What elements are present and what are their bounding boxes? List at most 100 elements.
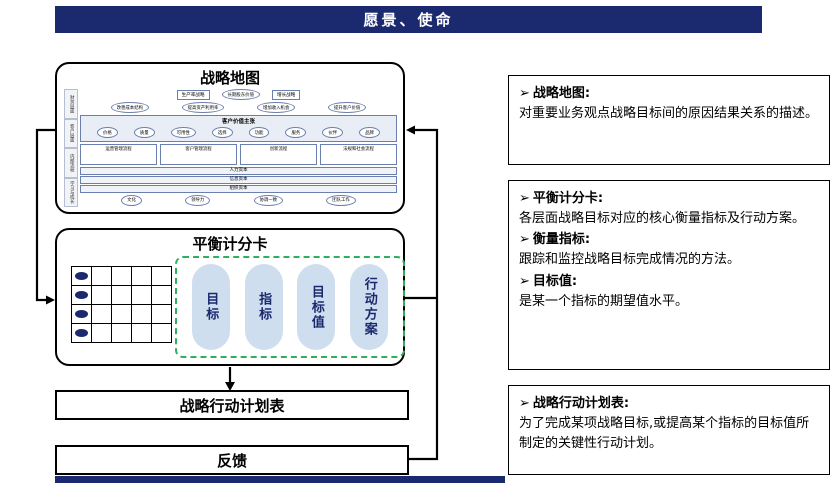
- scorecard-column-pill: 目标: [191, 264, 230, 350]
- table-row: [71, 285, 172, 305]
- learning-capital-bars: 人力资本信息资本组织资本: [80, 167, 397, 193]
- definition-term-line: ➢战略地图:: [519, 84, 819, 104]
- arrow-bullet-icon: ➢: [519, 396, 530, 411]
- financial-objective-ellipse: 增加收入机会: [256, 102, 296, 113]
- financial-objectives-row: 改善成本结构 提高资产利用率 增加收入机会 提升客户价值: [80, 102, 397, 113]
- growth-strategy-box: 增长战略: [271, 89, 301, 100]
- table-cell: [151, 285, 172, 305]
- feedback-box: 反馈: [55, 445, 409, 475]
- capital-bar: 人力资本: [80, 167, 397, 175]
- table-cell: [151, 323, 172, 343]
- scorecard-column-pill: 行动方案: [350, 264, 389, 350]
- table-cell: [91, 266, 112, 286]
- financial-objective-ellipse: 提高资产利用率: [181, 102, 225, 113]
- capital-bar: 信息资本: [80, 175, 397, 184]
- definition-term: 战略行动计划表:: [532, 396, 630, 411]
- learning-objectives-row: 文化 领导力 协调一致 团队工作: [80, 194, 397, 206]
- definition-term-line: ➢衡量指标:: [519, 230, 819, 250]
- financial-objective-ellipse: 改善成本结构: [110, 102, 149, 113]
- productivity-strategy-box: 生产率战略: [176, 89, 210, 100]
- action-plan-label: 战略行动计划表: [179, 396, 285, 415]
- table-cell: [111, 323, 132, 343]
- learning-objective-ellipse: 文化: [121, 194, 142, 206]
- table-cell: [131, 323, 152, 343]
- table-cell: [151, 266, 172, 286]
- action-plan-box: 战略行动计划表: [55, 390, 409, 420]
- table-cell: [71, 266, 92, 286]
- definition-box-strategy-map: ➢战略地图: 对重要业务观点战略目标间的原因结果关系的描述。: [508, 75, 830, 165]
- customer-objective-ellipse: 价格: [97, 127, 118, 138]
- definition-desc: 是某一个指标的期望值水平。: [519, 293, 689, 309]
- bottom-bar: [55, 476, 505, 483]
- definition-box-action-plan: ➢战略行动计划表:为了完成某项战略目标,或提高某个指标的目标值所制定的关键性行动…: [508, 385, 830, 475]
- table-row: [71, 304, 172, 324]
- definition-box-balanced-scorecard: ➢平衡计分卡:各层面战略目标对应的核心衡量指标及行动方案。➢衡量指标:跟踪和监控…: [508, 180, 830, 370]
- learning-objective-ellipse: 协调一致: [253, 194, 284, 206]
- definition-term: 衡量指标:: [532, 232, 591, 248]
- table-cell: [131, 266, 152, 286]
- definition-desc: 跟踪和监控战略目标完成情况的方法。: [519, 252, 741, 268]
- internal-process-row: 运营管理流程客户管理流程创新流程法规和社会流程: [80, 144, 397, 165]
- financial-strategy-row: 生产率战略 长期股东价值 增长战略: [80, 89, 397, 100]
- definition-term: 目标值:: [532, 273, 578, 289]
- definition-desc: 为了完成某项战略目标,或提高某个指标的目标值所制定的关键性行动计划。: [519, 416, 810, 452]
- table-cell: [91, 323, 112, 343]
- table-cell: [111, 266, 132, 286]
- process-box: 客户管理流程: [160, 144, 237, 165]
- strategy-map-box: 战略地图 财务层面客户层面内部流程学习与成长 生产率战略 长期股东价值 增长战略…: [55, 62, 405, 214]
- definition-term-line: ➢平衡计分卡:: [519, 189, 819, 209]
- perspective-labels: 财务层面客户层面内部流程学习与成长: [64, 89, 78, 207]
- scorecard-column-pill: 指标: [244, 264, 283, 350]
- customer-objectives-row: 价格质量可用性选择功能服务伙伴品牌: [83, 127, 394, 138]
- definition-desc: 对重要业务观点战略目标间的原因结果关系的描述。: [519, 106, 819, 122]
- customer-objective-ellipse: 质量: [133, 127, 155, 138]
- objective-dot: [75, 272, 88, 280]
- customer-objective-ellipse: 服务: [285, 127, 307, 138]
- vision-mission-banner: 愿景、使命: [55, 6, 762, 33]
- table-row: [71, 323, 172, 343]
- learning-objective-ellipse: 团队工作: [326, 194, 356, 206]
- process-box: 创新流程: [240, 144, 317, 165]
- perspective-label: 学习与成长: [64, 177, 78, 207]
- arrow-bullet-icon: ➢: [519, 232, 530, 248]
- strategy-map-body: 生产率战略 长期股东价值 增长战略 改善成本结构 提高资产利用率 增加收入机会 提升客…: [80, 89, 397, 207]
- table-cell: [91, 304, 112, 324]
- objective-dot: [75, 329, 88, 337]
- customer-objective-ellipse: 可用性: [170, 127, 196, 138]
- arrow-bullet-icon: ➢: [519, 273, 530, 289]
- table-cell: [91, 285, 112, 305]
- balanced-scorecard-box: 平衡计分卡 目标指标目标值行动方案: [55, 228, 405, 366]
- learning-objective-ellipse: 领导力: [185, 194, 211, 206]
- vision-mission-title: 愿景、使命: [363, 11, 454, 29]
- arrow-bullet-icon: ➢: [519, 86, 530, 101]
- table-cell: [71, 285, 92, 305]
- definition-term-line: ➢战略行动计划表:: [519, 394, 819, 414]
- scorecard-table: [71, 266, 172, 343]
- customer-value-band: 客户价值主张 价格质量可用性选择功能服务伙伴品牌: [80, 115, 397, 142]
- capital-bar: 组织资本: [80, 184, 397, 193]
- scorecard-column-pill: 目标值: [297, 264, 336, 350]
- perspective-label: 财务层面: [64, 89, 78, 119]
- strategy-map-title: 战略地图: [199, 69, 260, 87]
- table-row: [71, 266, 172, 286]
- definition-term-line: ➢目标值:: [519, 272, 819, 292]
- definition-desc: 各层面战略目标对应的核心衡量指标及行动方案。: [519, 211, 806, 227]
- arrow-bullet-icon: ➢: [519, 191, 530, 206]
- customer-objective-ellipse: 选择: [211, 127, 233, 138]
- table-cell: [151, 304, 172, 324]
- arrow-map-to-bsc: [35, 128, 55, 302]
- table-cell: [71, 304, 92, 324]
- financial-objective-ellipse: 提升客户价值: [327, 102, 367, 113]
- perspective-label: 内部流程: [64, 148, 78, 178]
- process-box: 运营管理流程: [80, 144, 157, 165]
- customer-objective-ellipse: 品牌: [359, 127, 380, 138]
- objective-dot: [75, 291, 88, 299]
- scorecard-columns-zone: 目标指标目标值行动方案: [175, 256, 405, 358]
- feedback-label: 反馈: [216, 451, 247, 470]
- table-cell: [111, 285, 132, 305]
- customer-objective-ellipse: 功能: [248, 127, 270, 138]
- shareholder-value-ellipse: 长期股东价值: [221, 89, 260, 100]
- table-cell: [131, 304, 152, 324]
- process-box: 法规和社会流程: [320, 144, 397, 165]
